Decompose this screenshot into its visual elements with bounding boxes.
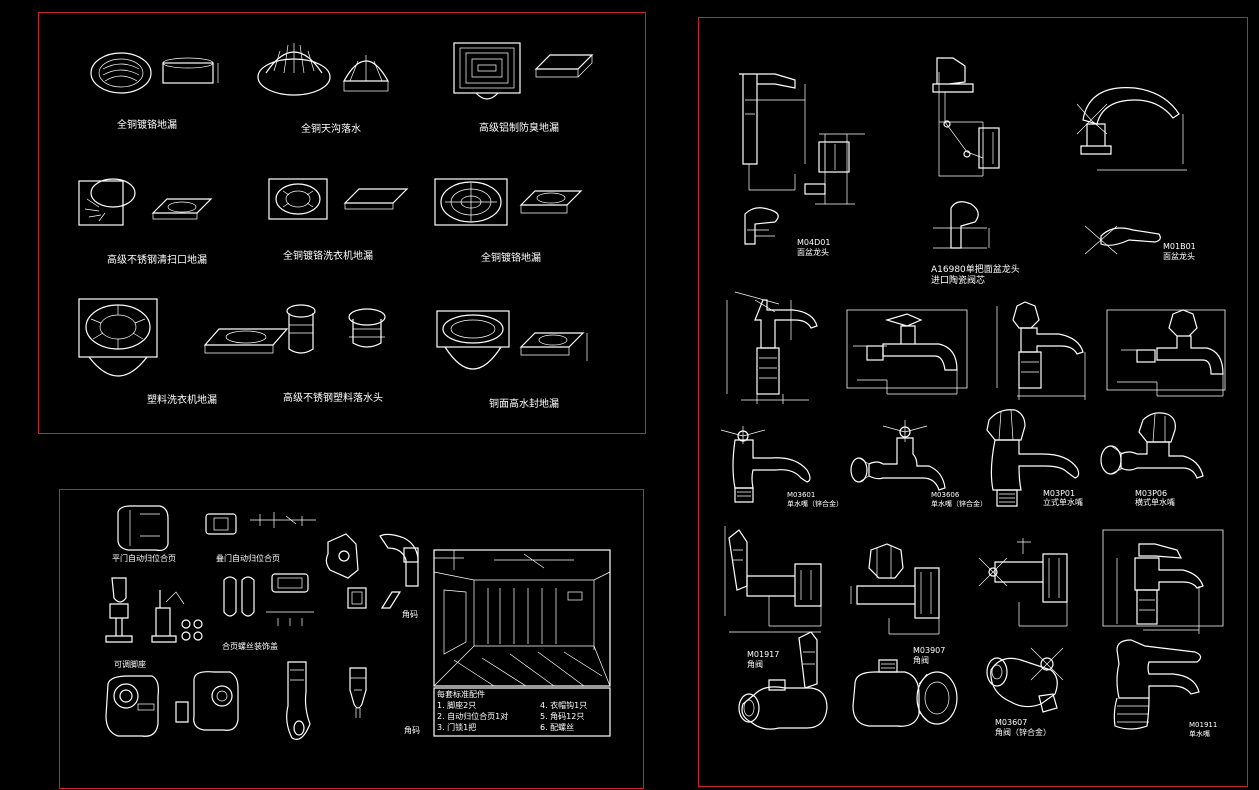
drain-label-9: 铜面高水封地漏 bbox=[489, 399, 559, 410]
tap-elevation-1 bbox=[726, 291, 818, 404]
tap-3d-m03p06 bbox=[1100, 412, 1204, 479]
overlap-hinge bbox=[205, 512, 316, 535]
tap-3d-m03601 bbox=[720, 426, 811, 503]
faucets-drawings bbox=[720, 57, 1226, 730]
tap-3d-m03p01 bbox=[986, 409, 1080, 507]
drain-label-3: 高级铝制防臭地漏 bbox=[479, 123, 559, 134]
valve-elevation-3 bbox=[978, 538, 1068, 627]
m03p06-code: M03P06 bbox=[1135, 489, 1168, 498]
a16980-drawing bbox=[932, 57, 1000, 249]
m04d01-desc: 面盆龙头 bbox=[797, 248, 829, 257]
m01911-code: M01911 bbox=[1189, 721, 1218, 729]
drain-square-2 bbox=[434, 178, 583, 226]
parts-table-row-4: 4. 衣帽钩1只 bbox=[540, 701, 588, 710]
m01917-code: M01917 bbox=[747, 650, 780, 659]
overlap-hinge-label: 叠门自动归位合页 bbox=[216, 554, 280, 563]
hinge-screw-cover-label: 合页螺丝装饰盖 bbox=[222, 642, 278, 651]
drain-label-7: 塑料洗衣机地漏 bbox=[147, 395, 217, 406]
partition-panel: 平门自动归位合页 叠门自动归位合页 可调脚座 合页螺丝装饰盖 角码 角码 每套标… bbox=[59, 489, 644, 789]
drains-drawings bbox=[78, 42, 594, 377]
parts-table-row-3: 3. 门锁1把 bbox=[437, 723, 477, 732]
drain-round-1 bbox=[90, 52, 219, 94]
corner-code-label-2: 角码 bbox=[404, 726, 420, 735]
m01b01-desc: 面盆龙头 bbox=[1163, 252, 1195, 261]
parts-table-row-2: 2. 自动归位合页1对 bbox=[437, 712, 509, 721]
a16980-desc: 进口陶瓷阀芯 bbox=[931, 276, 986, 286]
tap-3d-m03606 bbox=[850, 420, 946, 491]
flush-hinge-label: 平门自动归位合页 bbox=[112, 554, 176, 563]
valve-elevation-4 bbox=[1102, 529, 1224, 634]
m04d01-code: M04D01 bbox=[797, 238, 831, 247]
m03907-desc: 角阀 bbox=[913, 656, 929, 665]
corner-bracket-1 bbox=[325, 533, 359, 579]
m03606-desc: 单水嘴（锌合金） bbox=[931, 500, 987, 508]
valve-elevation-2 bbox=[850, 543, 940, 635]
tap-elevation-2 bbox=[846, 309, 968, 395]
restroom-photo bbox=[433, 549, 611, 687]
drain-washer-1 bbox=[268, 178, 409, 220]
corner-bracket-2 bbox=[379, 533, 419, 587]
parts-table-row-1: 1. 脚座2只 bbox=[437, 701, 477, 710]
m03907-code: M03907 bbox=[913, 646, 946, 655]
m03607-desc: 角阀（锌合金） bbox=[995, 728, 1051, 737]
drain-dome bbox=[257, 43, 390, 96]
valve-3d-m01917 bbox=[738, 631, 828, 730]
adjustable-foot-label: 可调脚座 bbox=[114, 660, 146, 669]
m01b01-drawing bbox=[1076, 87, 1187, 255]
m03601-desc: 单水嘴（锌合金） bbox=[787, 500, 843, 508]
parts-table-title: 每套标准配件 bbox=[437, 690, 485, 699]
drain-label-4: 高级不锈钢清扫口地漏 bbox=[107, 255, 207, 266]
drain-label-2: 全铜天沟落水 bbox=[301, 124, 361, 135]
m03606-code: M03606 bbox=[931, 491, 960, 499]
coat-hook bbox=[286, 661, 311, 740]
valve-3d-m03607 bbox=[986, 647, 1064, 713]
drain-label-5: 全铜镀铬洗衣机地漏 bbox=[283, 251, 373, 262]
corner-bracket-3 bbox=[347, 587, 402, 609]
drain-label-8: 高级不锈钢塑料落水头 bbox=[283, 393, 383, 404]
drains-panel: 全铜镀铬地漏 全铜天沟落水 高级铝制防臭地漏 高级不锈钢清扫口地漏 全铜镀铬洗衣… bbox=[38, 12, 646, 434]
tap-3d-m01911 bbox=[1113, 639, 1202, 730]
partition-drawings bbox=[105, 505, 611, 740]
drain-label-1: 全铜镀铬地漏 bbox=[117, 120, 177, 131]
tap-elevation-4 bbox=[1106, 309, 1226, 397]
m03601-code: M03601 bbox=[787, 491, 816, 499]
corner-code-label-1: 角码 bbox=[402, 610, 418, 619]
drain-high-seal bbox=[436, 310, 588, 370]
faucets-panel: M04D01 面盆龙头 A16980单把面盆龙头 进口陶瓷阀芯 M01B01 面… bbox=[698, 17, 1248, 787]
parts-table-row-6: 6. 配螺丝 bbox=[540, 723, 575, 732]
m01b01-code: M01B01 bbox=[1163, 242, 1196, 251]
valve-3d-m03907 bbox=[852, 659, 958, 727]
parts-table-frame bbox=[433, 687, 611, 737]
drain-cleanout bbox=[78, 178, 213, 226]
door-lock bbox=[105, 671, 239, 737]
drain-square-1 bbox=[453, 42, 594, 100]
m03p01-desc: 立式单水嘴 bbox=[1043, 498, 1083, 507]
hinge-screw-cover bbox=[223, 573, 314, 626]
adjustable-foot bbox=[105, 577, 203, 643]
m03p06-desc: 横式单水嘴 bbox=[1135, 498, 1175, 507]
m01911-desc: 单水嘴 bbox=[1189, 730, 1210, 738]
a16980-code: A16980单把面盆龙头 bbox=[931, 265, 1020, 275]
m01917-desc: 角阀 bbox=[747, 660, 763, 669]
drain-label-6: 全铜镀铬地漏 bbox=[481, 253, 541, 264]
tap-elevation-3 bbox=[996, 301, 1086, 400]
m03607-code: M03607 bbox=[995, 718, 1028, 727]
m03p01-code: M03P01 bbox=[1043, 489, 1076, 498]
m04d01-drawing bbox=[739, 73, 865, 245]
parts-table-row-5: 5. 角码12只 bbox=[540, 712, 585, 721]
valve-elevation-1 bbox=[724, 526, 822, 633]
flush-hinge bbox=[117, 505, 169, 551]
corner-clip bbox=[349, 667, 367, 718]
drain-pipe-head bbox=[286, 304, 386, 354]
drain-plastic-washer bbox=[78, 298, 289, 377]
